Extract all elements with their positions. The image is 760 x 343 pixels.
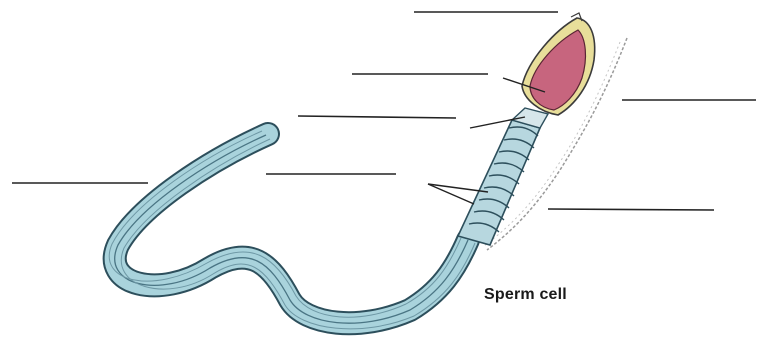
diagram-caption: Sperm cell	[484, 286, 567, 304]
midpiece	[458, 120, 540, 245]
label-blank-axial-sheath	[548, 209, 714, 210]
label-blank-neck	[298, 116, 456, 118]
midpiece-body	[458, 120, 540, 245]
